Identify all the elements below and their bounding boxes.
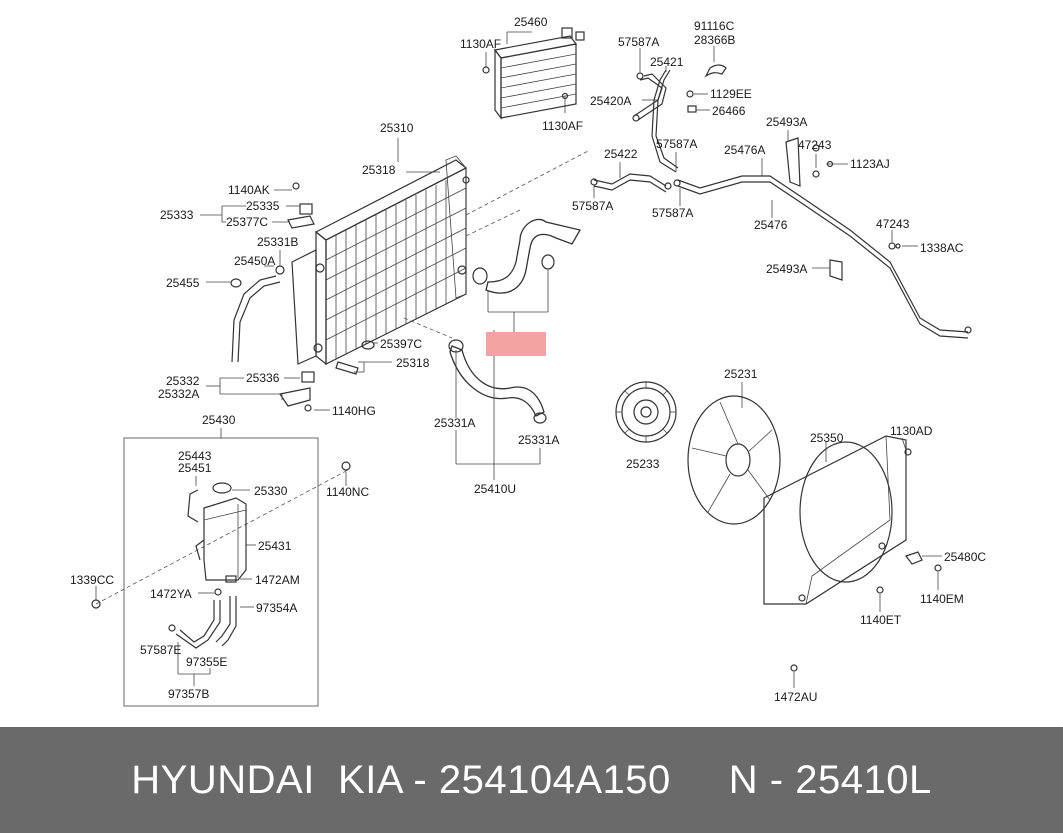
label-25450A: 25450A — [234, 254, 275, 268]
label-47243-bottom: 47243 — [876, 217, 910, 231]
label-25493A-top: 25493A — [766, 115, 807, 129]
label-25493A-bottom: 25493A — [766, 262, 807, 276]
cooling-fan — [687, 395, 781, 525]
label-26466: 26466 — [712, 104, 746, 118]
label-25318-top: 25318 — [362, 163, 396, 177]
oil-cooler — [482, 27, 585, 120]
label-57587A-top: 57587A — [618, 35, 659, 49]
upper-hose-25410L — [472, 218, 581, 294]
label-25231: 25231 — [724, 367, 758, 381]
label-57587A-upper-right: 57587A — [656, 137, 697, 151]
label-25451: 25451 — [178, 461, 212, 475]
label-25430: 25430 — [202, 413, 236, 427]
label-25331A-right: 25331A — [518, 433, 559, 447]
label-1130AD: 1130AD — [890, 424, 933, 438]
label-57587E: 57587E — [140, 643, 181, 657]
label-1472AU: 1472AU — [774, 690, 817, 704]
assembly-dashed-lines — [95, 149, 591, 605]
label-25310: 25310 — [380, 121, 414, 135]
label-1472YA: 1472YA — [150, 587, 192, 601]
label-97357B: 97357B — [168, 687, 209, 701]
label-25422: 25422 — [604, 147, 638, 161]
label-57587A-mid-left: 57587A — [572, 199, 613, 213]
leader-lines — [95, 31, 942, 688]
label-25350: 25350 — [810, 431, 844, 445]
radiator-mounts — [279, 182, 375, 412]
label-25410U: 25410U — [474, 482, 516, 496]
label-97354A: 97354A — [256, 601, 297, 615]
label-91116C: 91116C — [694, 19, 735, 33]
label-97355E: 97355E — [186, 655, 227, 669]
label-25420A: 25420A — [590, 94, 631, 108]
cooler-lines-25476 — [677, 137, 972, 339]
fan-clutch — [615, 381, 677, 443]
label-1123AJ: 1123AJ — [850, 157, 890, 171]
hose-25422 — [590, 173, 672, 193]
label-1140ET: 1140ET — [860, 613, 902, 627]
overflow-hose — [230, 265, 285, 363]
label-25233: 25233 — [626, 457, 660, 471]
label-1140NC: 1140NC — [326, 485, 369, 499]
oil-cooler-lines — [632, 69, 679, 173]
label-1140EM: 1140EM — [920, 592, 964, 606]
label-1129EE: 1129EE — [710, 87, 752, 101]
label-25335: 25335 — [246, 199, 280, 213]
label-25332A: 25332A — [158, 387, 199, 401]
fan-shroud — [763, 435, 942, 672]
label-47243-top: 47243 — [798, 138, 832, 152]
label-1338AC: 1338AC — [920, 241, 964, 255]
part-number-banner: HYUNDAI KIA - 254104A150 N - 25410L — [0, 727, 1063, 833]
label-25336: 25336 — [246, 371, 280, 385]
label-1472AM: 1472AM — [255, 573, 300, 587]
label-25460: 25460 — [514, 15, 548, 29]
label-25480C: 25480C — [944, 550, 986, 564]
label-1130AF-bottom: 1130AF — [542, 119, 583, 133]
label-25333: 25333 — [160, 208, 194, 222]
label-25476A: 25476A — [724, 143, 765, 157]
label-1339CC: 1339CC — [70, 573, 114, 587]
label-28366B: 28366B — [694, 33, 735, 47]
label-25476: 25476 — [754, 218, 788, 232]
label-25431: 25431 — [258, 539, 292, 553]
label-25330: 25330 — [254, 484, 288, 498]
label-25421: 25421 — [650, 55, 684, 69]
label-25455: 25455 — [166, 276, 200, 290]
label-25332: 25332 — [166, 374, 200, 388]
label-1140AK: 1140AK — [228, 183, 270, 197]
part-labels: 25460 1130AF 1130AF 57587A 25421 91116C … — [70, 15, 986, 704]
label-25331B: 25331B — [257, 235, 298, 249]
cooling-system-parts-diagram: 25460 1130AF 1130AF 57587A 25421 91116C … — [70, 15, 986, 707]
label-25318-bottom: 25318 — [396, 356, 430, 370]
label-1130AF-top: 1130AF — [460, 37, 501, 51]
label-57587A-mid-right: 57587A — [652, 206, 693, 220]
label-1140HG: 1140HG — [332, 404, 376, 418]
radiator — [291, 155, 470, 366]
label-25331A-left: 25331A — [434, 416, 475, 430]
label-25377C: 25377C — [226, 215, 268, 229]
banner-text: HYUNDAI KIA - 254104A150 N - 25410L — [131, 757, 932, 802]
label-25397C: 25397C — [380, 337, 422, 351]
label-25443: 25443 — [178, 449, 212, 463]
highlight-box — [486, 332, 546, 356]
